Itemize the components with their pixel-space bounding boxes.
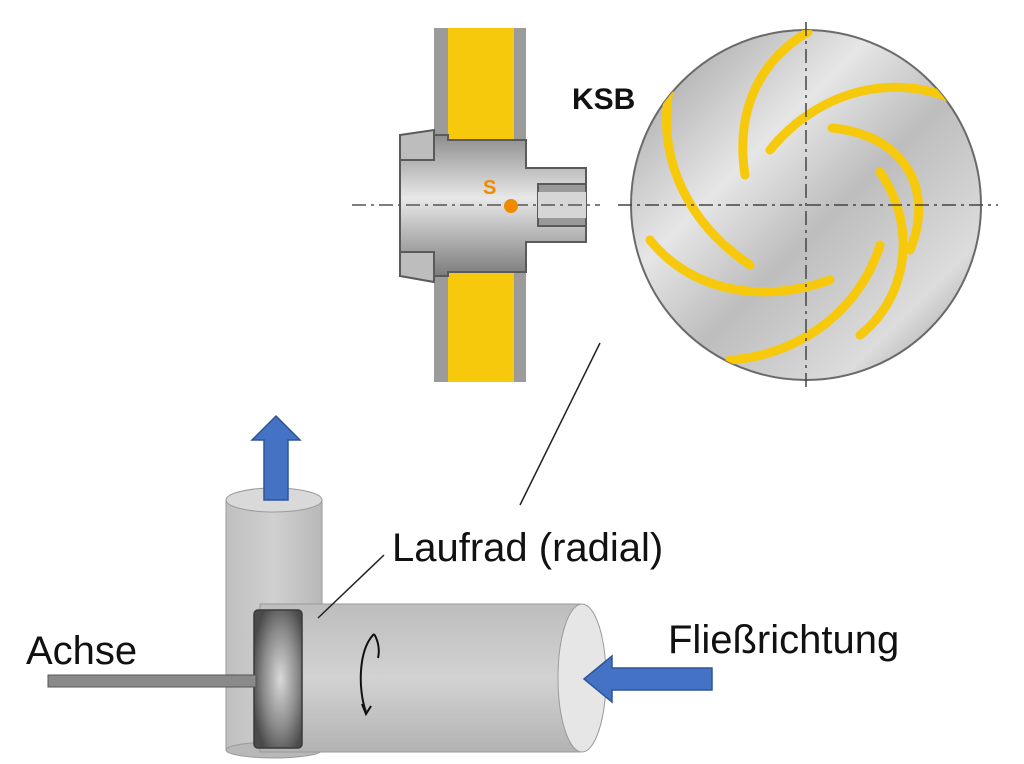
axle-shaft	[47, 674, 257, 688]
impeller-section-view	[352, 28, 600, 382]
arrow-left-icon	[582, 654, 713, 704]
flow-direction-label: Fließrichtung	[668, 618, 900, 662]
blade	[645, 235, 835, 297]
blade	[662, 80, 755, 270]
axle-label: Achse	[26, 629, 138, 673]
blade	[725, 240, 885, 365]
blade	[738, 30, 813, 180]
blade-channel-upper	[448, 28, 514, 140]
center-point-label: S	[483, 177, 497, 199]
impeller-disc	[253, 609, 303, 749]
blade	[855, 167, 908, 340]
blade	[765, 82, 955, 155]
blade	[827, 123, 923, 255]
leader-line-photo	[519, 342, 601, 506]
arrow-up-icon	[250, 414, 302, 501]
ksb-logo: KSB	[572, 83, 636, 116]
rotation-arrow-icon	[359, 633, 380, 717]
leader-line-schematic	[317, 554, 385, 619]
impeller-label: Laufrad (radial)	[392, 526, 664, 570]
blade-channel-lower	[448, 272, 514, 382]
impeller-front-view	[618, 22, 998, 392]
center-point	[504, 199, 518, 213]
